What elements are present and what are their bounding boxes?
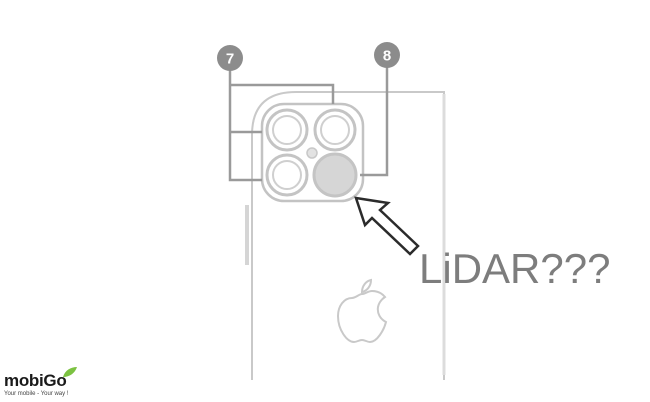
callout-number-7: 7 <box>226 51 234 68</box>
lidar-sensor <box>312 152 358 198</box>
arrow-icon <box>354 196 420 256</box>
callout-badge-7: 7 <box>217 45 243 71</box>
brand-prefix: mobi <box>4 371 44 390</box>
flash-dot <box>306 147 318 159</box>
camera-module <box>260 102 365 203</box>
lens-bottom-left <box>265 153 309 197</box>
lidar-annotation: LiDAR??? <box>419 245 610 292</box>
brand-suffix: Go <box>43 371 67 390</box>
badge-circle <box>217 45 243 71</box>
lens-top-right <box>313 108 357 152</box>
brand-logo: mobiGo Your mobile - Your way ! <box>4 367 104 400</box>
callout-badge-8: 8 <box>374 42 400 68</box>
brand-wordmark: mobiGo <box>4 367 104 390</box>
apple-logo-icon <box>336 278 388 344</box>
badge-circle <box>374 42 400 68</box>
callout-7-leaders <box>228 70 335 182</box>
callout-8-leaders <box>360 67 389 177</box>
brand-tagline: Your mobile - Your way ! <box>4 391 69 397</box>
leaf-icon <box>63 367 77 377</box>
lens-top-left <box>265 108 309 152</box>
callout-number-8: 8 <box>383 48 391 65</box>
